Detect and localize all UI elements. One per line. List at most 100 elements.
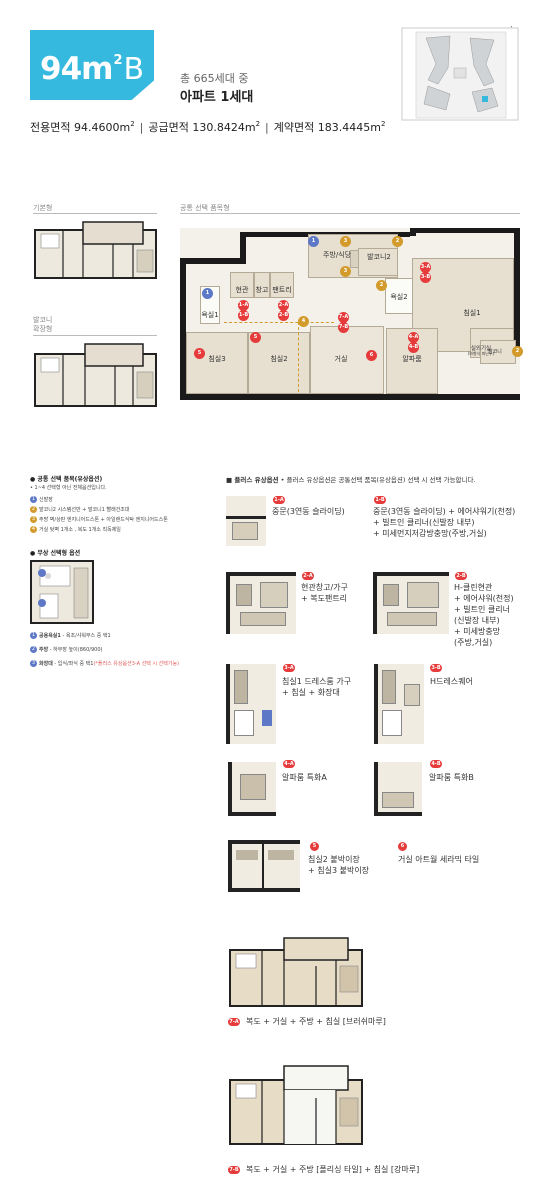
wall [240,234,246,264]
expanded-type-label-1: 발코니 [33,316,53,324]
marker-1[interactable]: 1 [202,288,213,299]
option-1a-thumb [226,496,266,546]
option-4b-thumb [374,762,422,816]
marker-3[interactable]: 3 [340,266,351,277]
expanded-floor-plan-thumb [34,343,157,407]
option-2b-badge: 2-B [455,572,467,580]
alpha-label: 알파룸 [402,355,422,363]
option-2a-thumb [226,572,296,634]
marker-1b[interactable]: 1-B [238,310,249,321]
living-label: 거실 [334,355,348,363]
option-7a-text: 복도 + 거실 + 주방 + 침실 [브러쉬마루] [246,1017,386,1026]
option-5-thumb [228,840,300,892]
bedroom3-label: 침실3 [208,355,226,363]
outdoor-unit-label: 실외기실 [470,346,492,352]
balcony2-room [358,248,398,276]
marker-3a[interactable]: 3-A [420,262,431,273]
basic-type-label: 기본형 [33,204,53,212]
marker-4b[interactable]: 4-B [408,342,419,353]
plus-options-header: ■ 플러스 유상옵션 • 플러스 유상옵션은 공통선택 품목(유상옵션) 선택 … [226,476,476,484]
storage-label: 창고 [255,286,269,294]
option-1a-badge: 1-A [273,496,285,504]
option-7b-text: 복도 + 거실 + 주방 [폴리싱 타일] + 침실 [강마루] [246,1165,420,1174]
bedroom3-room [186,332,248,394]
wall [180,258,186,400]
corridor-line [224,322,334,323]
option-5-text: 침실2 붙박이장 + 침실3 붙박이장 [308,855,370,875]
pantry-label: 팬트리 [272,286,292,294]
common-options-title: ● 공통 선택 품목(유상옵션) [30,476,103,483]
bedroom2-room [248,332,310,394]
site-keymap [401,27,519,121]
marker-7b[interactable]: 7-B [338,322,349,333]
option-7b-badge: 7-B [228,1166,240,1174]
option-6-text: 거실 아트월 세라믹 타일 [398,855,480,864]
bath-option-plan [30,560,94,624]
option-3b-text: H드레스퀘어 [430,677,473,686]
marker-2[interactable]: 2 [376,280,387,291]
marker-6[interactable]: 6 [366,350,377,361]
marker-3[interactable]: 3 [340,236,351,247]
wall [180,258,240,264]
basic-floor-plan-thumb [34,221,157,279]
bath1-label: 욕실1 [201,311,219,319]
option-4a-thumb [228,762,276,816]
option-4b-text: 알파룸 특화B [429,773,474,782]
option-4b-badge: 4-B [430,760,442,768]
marker-2[interactable]: 2 [392,236,403,247]
total-units-text: 총 665세대 중 [180,72,249,85]
marker-2a[interactable]: 2-A [278,300,289,311]
unit-count-title: 아파트 1세대 [180,90,254,105]
pantry-room [270,272,294,298]
divider [180,213,520,214]
option-7a-plan [229,937,363,1007]
marker-4a[interactable]: 4-A [408,332,419,343]
option-3a-text: 침실1 드레스룸 가구 + 침실 + 화장대 [282,677,352,697]
option-4a-text: 알파룸 특화A [282,773,327,782]
marker-1[interactable]: 1 [308,236,319,247]
wall [514,228,520,348]
option-3b-badge: 3-B [430,664,442,672]
wall [180,394,520,400]
balcony-label: 발코니 [488,349,502,355]
option-5-badge: 5 [310,842,319,851]
option-3a-thumb [226,664,276,744]
area-summary: 전용면적 94.4600m2|공급면적 130.8424m2|계약면적 183.… [30,120,386,134]
entrance-label: 현관 [235,286,249,294]
marker-5[interactable]: 5 [250,332,261,343]
storage-room [254,272,270,298]
marker-4[interactable]: 4 [298,316,309,327]
option-1b-badge: 1-B [374,496,386,504]
expanded-type-label-2: 확장형 [33,325,53,333]
marker-5[interactable]: 5 [194,348,205,359]
unit-type-label: 94m2B [40,51,144,87]
option-2a-text: 현관창고/가구 + 복도팬트리 [301,583,348,603]
free-options-title: ● 무상 선택형 옵션 [30,550,81,557]
option-4a-badge: 4-A [283,760,295,768]
bedroom2-label: 침실2 [270,355,288,363]
bath2-label: 욕실2 [390,293,408,301]
kitchen-label: 주방/식당 [322,251,352,259]
marker-3b[interactable]: 3-B [420,272,431,283]
divider [33,335,157,336]
common-options-note: • 1~4 선택형 아닌 전체옵션입니다. [30,485,107,491]
bedroom1-label: 침실1 [463,309,481,317]
option-3a-badge: 3-A [283,664,295,672]
marker-2b[interactable]: 2-B [278,310,289,321]
corridor-line [298,322,299,392]
outdoor-unit-sub-label: (하향식 피난구) [467,351,495,356]
option-2b-text: H-클린현관 + 에어샤워(천정) + 빌트인 클리너 (신발장 내부) + 미… [454,583,514,647]
marker-2[interactable]: 2 [512,346,523,357]
marker-1a[interactable]: 1-A [238,300,249,311]
entrance-room [230,272,254,298]
marker-7a[interactable]: 7-A [338,312,349,323]
divider [33,213,157,214]
option-1b-text: 중문(3연동 슬라이딩) + 에어샤워기(천정) + 빌트인 클리너(신발장 내… [373,507,516,538]
